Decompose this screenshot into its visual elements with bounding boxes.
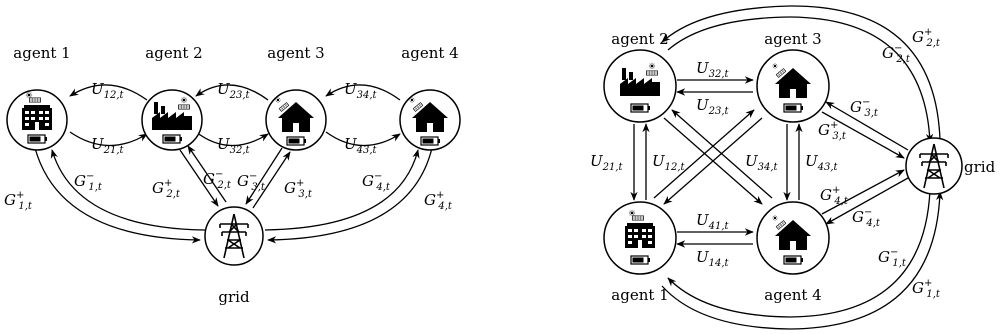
left-label-G2minus: G−2,t (203, 169, 232, 191)
right-label-U23: U23,t (696, 96, 730, 117)
battery-icon (162, 134, 183, 144)
left-edge-G3plus (252, 151, 291, 209)
right-label-U34: U34,t (745, 152, 779, 173)
left-diagram: agent 1 agent 2 agent 3 agent 4 grid (4, 44, 461, 306)
left-label-G3plus: G+3,t (284, 178, 313, 200)
right-grid-label: grid (964, 158, 996, 176)
right-label-U43: U43,t (805, 152, 839, 173)
left-label-U21: U21,t (91, 135, 125, 156)
left-edge-U21 (69, 131, 148, 147)
house-icon (772, 215, 811, 250)
left-label-G2plus: G+2,t (152, 178, 181, 200)
right-edge-G3minus (825, 101, 909, 151)
left-label-U12: U12,t (91, 80, 125, 101)
right-agent-2-node (603, 49, 677, 123)
left-label-G4minus: G−4,t (362, 171, 391, 193)
right-label-G4minus: G−4,t (852, 207, 881, 229)
right-label-G3plus: G+3,t (818, 120, 847, 142)
left-edge-U12 (69, 84, 148, 101)
battery-icon (783, 255, 804, 265)
left-grid-label: grid (218, 288, 250, 306)
left-label-U34: U34,t (344, 80, 378, 101)
right-agent-1-node (603, 201, 677, 275)
left-label-G1plus: G+1,t (4, 190, 33, 212)
left-agent-2-label: agent 2 (145, 44, 202, 62)
right-edge-G1minus (667, 189, 931, 318)
right-edge-diag-4-2 (671, 109, 773, 199)
transmission-tower-icon (219, 213, 249, 259)
house-icon (275, 97, 314, 132)
left-agent-3-node (265, 89, 327, 151)
battery-icon (27, 134, 48, 144)
left-agent-4-node (399, 89, 461, 151)
left-edge-G1plus (34, 147, 201, 244)
left-edge-U32 (195, 131, 269, 147)
right-agent-2-label: agent 2 (611, 30, 668, 48)
right-edge-diag-3-1 (663, 117, 763, 205)
transmission-tower-icon (919, 143, 949, 189)
right-edge-G1plus (661, 191, 944, 330)
house-icon (772, 63, 811, 98)
left-agent-1-label: agent 1 (13, 44, 70, 62)
right-agent-1-label: agent 1 (611, 286, 668, 304)
left-edge-U23 (195, 84, 269, 101)
left-edge-G2plus (179, 149, 219, 207)
factory-icon (620, 62, 660, 96)
right-agent-3-label: agent 3 (764, 30, 821, 48)
right-label-G1plus: G+1,t (912, 278, 941, 300)
left-label-U43: U43,t (344, 135, 378, 156)
battery-icon (630, 103, 651, 113)
right-label-G3minus: G−3,t (850, 97, 879, 119)
left-edge-G4plus (267, 147, 433, 244)
right-agent-4-label: agent 4 (764, 286, 821, 304)
right-label-U21: U21,t (590, 152, 624, 173)
right-agent-4-node (756, 201, 830, 275)
right-label-G2plus: G+2,t (912, 27, 941, 49)
right-edge-diag-1-3 (653, 109, 755, 199)
battery-icon (783, 103, 804, 113)
left-label-G1minus: G−1,t (74, 171, 103, 193)
right-edge-G4minus (825, 177, 909, 225)
battery-icon (286, 136, 307, 146)
left-label-U23: U23,t (217, 80, 251, 101)
right-agent-3-node (756, 49, 830, 123)
right-label-U32: U32,t (696, 59, 730, 80)
house-icon (409, 97, 448, 132)
left-label-G3minus: G−3,t (237, 171, 266, 193)
right-label-U41: U41,t (696, 211, 730, 232)
left-edge-G2minus (187, 145, 227, 203)
left-label-U32: U32,t (217, 135, 251, 156)
right-label-G1minus: G−1,t (878, 247, 907, 269)
left-edge-G1minus (50, 149, 206, 231)
left-edge-U43 (325, 131, 401, 147)
right-edge-G4plus (821, 169, 905, 215)
right-edge-G3plus (821, 111, 905, 159)
battery-icon (420, 136, 441, 146)
left-agent-4-label: agent 4 (401, 44, 458, 62)
right-label-U12: U12,t (652, 152, 686, 173)
right-label-G4plus: G+4,t (820, 185, 849, 207)
office-building-icon (22, 91, 52, 130)
left-edge-G4minus (264, 149, 420, 231)
office-building-icon (625, 209, 655, 248)
right-label-U14: U14,t (696, 248, 730, 269)
left-edge-G3minus (245, 147, 283, 205)
left-agent-1-node (6, 89, 68, 151)
right-edge-G2minus (667, 16, 934, 143)
battery-icon (630, 255, 651, 265)
right-grid-node (905, 137, 963, 195)
right-diagram: agent 2 agent 3 agent 1 agent 4 grid (590, 5, 996, 330)
right-edge-G2plus (661, 5, 941, 141)
factory-icon (152, 96, 192, 130)
right-label-G2minus: G−2,t (882, 43, 911, 65)
left-agent-3-label: agent 3 (267, 44, 324, 62)
left-grid-node (204, 206, 264, 266)
left-edge-U34 (325, 84, 401, 101)
left-agent-2-node (141, 89, 203, 151)
left-label-G4plus: G+4,t (424, 190, 453, 212)
